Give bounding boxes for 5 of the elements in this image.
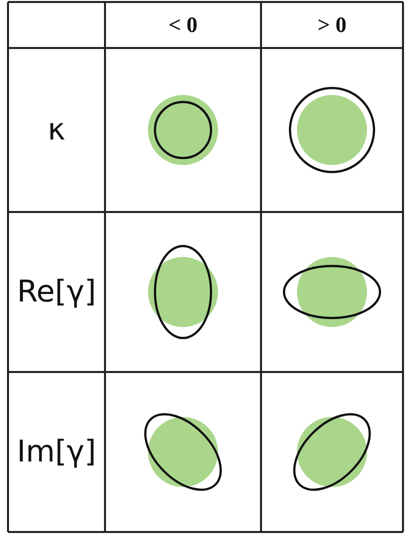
row-header: κ (48, 112, 66, 148)
column-header: < 0 (168, 12, 198, 38)
row-header: Im[γ] (16, 434, 96, 470)
row-header: Re[γ] (16, 274, 96, 310)
column-header: > 0 (317, 12, 347, 38)
